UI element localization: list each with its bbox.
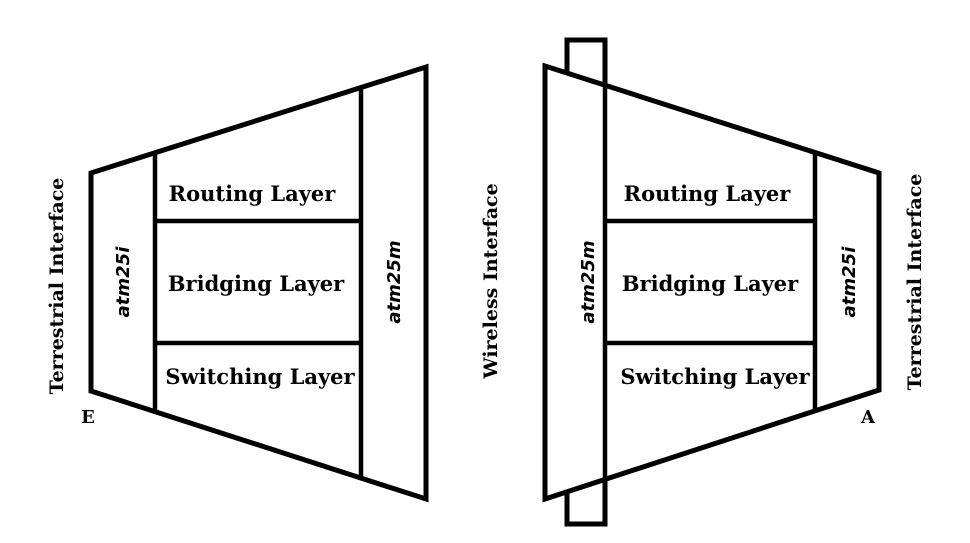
right-switching-layer-label: Switching Layer [620,364,810,389]
left-switching-layer-label: Switching Layer [165,364,355,389]
wireless-interface-label: Wireless Interface [480,183,502,379]
left-outer-module-label: atm25m [384,240,405,323]
left-inner-module-label: atm25i [113,246,134,318]
right-corner-label: A [860,407,876,428]
right-unit: Routing Layer Bridging Layer Switching L… [545,40,926,524]
right-routing-layer-label: Routing Layer [624,181,792,206]
right-bridging-layer-label: Bridging Layer [622,271,799,296]
left-routing-layer-label: Routing Layer [169,181,337,206]
left-bridging-layer-label: Bridging Layer [168,271,345,296]
right-outer-module-label: atm25m [578,240,599,323]
left-terrestrial-interface-label: Terrestrial Interface [46,178,68,395]
right-inner-module-label: atm25i [839,246,860,318]
left-corner-label: E [81,407,95,428]
right-terrestrial-interface-label: Terrestrial Interface [904,174,926,391]
left-unit: Routing Layer Bridging Layer Switching L… [46,67,426,499]
